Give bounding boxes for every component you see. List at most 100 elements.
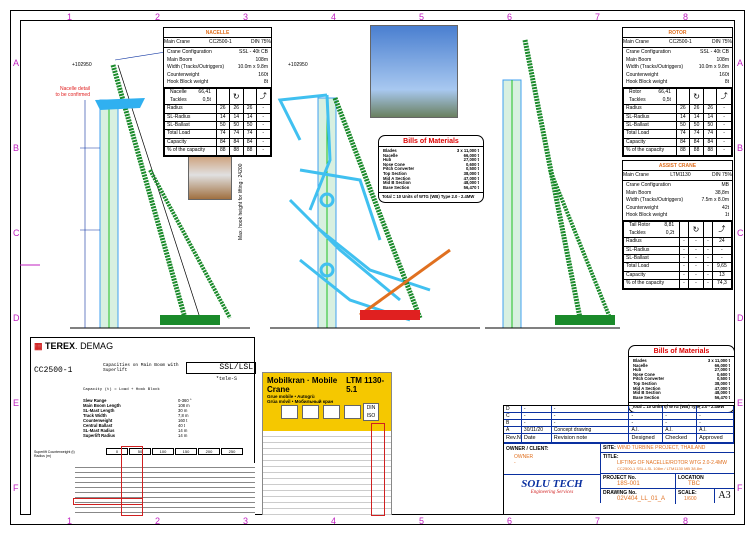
bom-item-weight: 0,500 t xyxy=(465,166,479,172)
config-row: Width (Tracks/Outriggers)10.0m x 9.8m xyxy=(164,64,271,71)
bom-item-name: Top Section xyxy=(383,170,407,176)
owner-value: OWNER xyxy=(514,454,534,460)
config-label: Counterweight xyxy=(626,204,659,211)
boom-luff-icon: ⤴ xyxy=(716,88,732,106)
sheet-size: A3 xyxy=(714,489,734,503)
spec-value: 14 m xyxy=(178,428,188,433)
terex-brand2: DEMAG xyxy=(80,341,114,351)
terex-axis-labels: Superlift Counterweight (t)Radius (m) xyxy=(34,450,75,458)
revision-row: D----- xyxy=(504,406,734,413)
config-value: 10.0m x 9.8m xyxy=(237,64,268,71)
revision-cell: A.I. xyxy=(697,427,734,433)
grid-col-label: 2 xyxy=(155,12,161,22)
revision-header-row: Rev.NoDateRevision noteDesignedCheckedAp… xyxy=(504,434,734,443)
value-cell: 84 xyxy=(228,137,244,148)
bom-item-name: Nose Cone xyxy=(633,371,655,377)
spec-label: Slew Range xyxy=(83,398,107,403)
rotation-icon: ↻ xyxy=(688,88,705,106)
grid-col-label: 6 xyxy=(507,12,513,22)
grid-col-label: 1 xyxy=(67,12,73,22)
terex-config-sub: *tele-S xyxy=(216,376,238,382)
assist-crane-boom xyxy=(359,248,451,317)
spec-value: 30 m xyxy=(178,408,188,413)
din-value: DIN 75% xyxy=(711,172,732,178)
bom-item-weight: 0,600 t xyxy=(465,161,479,167)
photo-nacelle xyxy=(188,150,232,200)
revision-cell: A.I. xyxy=(663,427,698,433)
outrigger-icon xyxy=(302,405,319,419)
elevation-label-center: +102950 xyxy=(288,62,308,68)
bom-item-weight: 56,470 t xyxy=(463,184,479,190)
spec-row: SL-Mast Radius 14 m xyxy=(83,428,223,433)
tackles-value: 0,2t xyxy=(665,229,675,236)
value-cell: - xyxy=(703,279,713,289)
value-cell: 88 xyxy=(688,146,705,156)
spec-label: SL-Mast Radius xyxy=(83,428,115,433)
terex-config-box: SSL/LSL xyxy=(186,362,256,374)
revision-cell: Concept drawing xyxy=(552,427,630,433)
config-label: Main Boom xyxy=(167,56,193,63)
revision-cell: - xyxy=(552,406,630,412)
config-value: 7.5m x 8.0m xyxy=(701,197,729,204)
spec-value: 14 m xyxy=(178,433,188,438)
spec-label: Track Width xyxy=(83,413,107,418)
bom-item-name: Hub xyxy=(383,157,392,163)
value-cell: 74 xyxy=(228,129,244,139)
config-value: 160t xyxy=(258,71,268,78)
nacelle-note-line: to be confirmed xyxy=(55,92,90,98)
bom-item-weight: 48,000 t xyxy=(714,390,730,396)
value-cell: 88 xyxy=(242,146,257,156)
tackles-label: Tackles xyxy=(170,96,187,103)
crawler-left xyxy=(160,315,220,325)
row-label: SL-Radius xyxy=(622,245,681,256)
revision-cell: - xyxy=(697,413,734,419)
position-1 xyxy=(215,88,230,106)
value-cell: 14 xyxy=(688,112,705,123)
value-cell: - xyxy=(255,104,272,114)
table-row: Capacity---13 xyxy=(622,270,733,281)
grid-row-label: A xyxy=(13,58,20,68)
revision-cell: - xyxy=(629,420,664,426)
value-cell: 50 xyxy=(215,121,230,131)
grid-row-label: C xyxy=(13,228,20,238)
value-cell: - xyxy=(687,237,705,247)
bom-item-weight: 66,000 t xyxy=(714,362,730,368)
position-3 xyxy=(242,88,257,106)
assist-crane xyxy=(360,310,420,320)
scale-label: SCALE: xyxy=(678,490,697,496)
value-cell: 74 xyxy=(703,129,718,139)
config-icons xyxy=(281,405,361,419)
revision-cell: - xyxy=(663,413,698,419)
bom-item-weight: 0,500 t xyxy=(716,376,730,382)
elevation-label-left: +102950 xyxy=(72,62,92,68)
value-cell: - xyxy=(679,237,689,247)
title-line-2: CC2500-1 SSL-LSL 108m / LTM1130 MB 38.8m xyxy=(617,466,703,471)
rotation-icon: ↻ xyxy=(228,88,244,106)
nacelle-note: Nacelle detail to be confirmed xyxy=(30,86,90,98)
config-label: Width (Tracks/Outriggers) xyxy=(626,197,684,204)
revision-cell: D xyxy=(504,406,522,412)
grid-col-label: 8 xyxy=(683,12,689,22)
load-label: Rotor xyxy=(629,89,642,96)
boom-luff-icon: ⤴ xyxy=(711,221,733,239)
config-label: Main Boom xyxy=(626,56,652,63)
selected-column-highlight xyxy=(371,423,385,516)
